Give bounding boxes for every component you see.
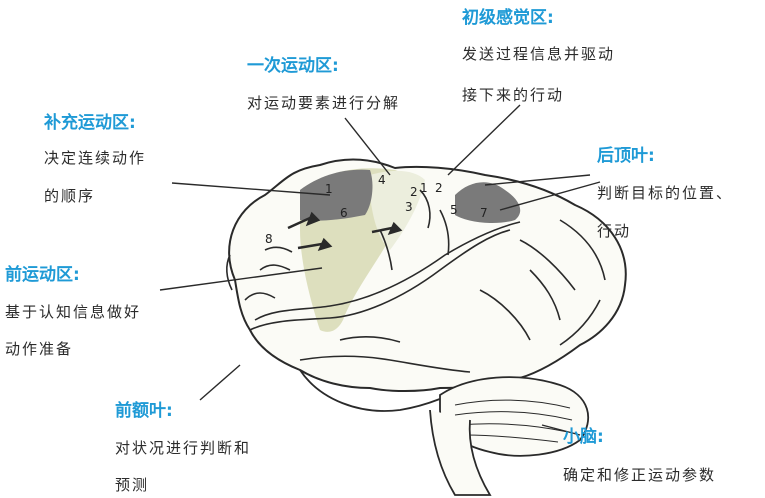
supplementary-motor-desc-2: 的顺序 xyxy=(44,189,95,204)
area-number: 2 xyxy=(410,185,418,199)
area-number: 7 xyxy=(480,206,488,220)
premotor-desc-2: 动作准备 xyxy=(5,342,73,357)
area-number: 8 xyxy=(265,232,273,246)
cerebellum-title: 小脑: xyxy=(563,429,604,446)
area-number: 2 xyxy=(435,181,443,195)
primary-motor-desc-1: 对运动要素进行分解 xyxy=(247,96,400,111)
area-number: 1 xyxy=(325,182,333,196)
area-number: 4 xyxy=(378,173,386,187)
prefrontal-desc-2: 预测 xyxy=(115,478,149,493)
area-number: 5 xyxy=(450,203,458,217)
premotor-title: 前运动区: xyxy=(5,267,80,284)
supplementary-motor-desc-1: 决定连续动作 xyxy=(44,151,146,166)
posterior-parietal-title: 后顶叶: xyxy=(597,148,655,165)
area-number: 6 xyxy=(340,206,348,220)
leader-primary-sensory xyxy=(448,105,520,175)
area-number: 1 xyxy=(420,181,428,195)
premotor-desc-1: 基于认知信息做好 xyxy=(5,305,141,320)
prefrontal-desc-1: 对状况进行判断和 xyxy=(115,441,251,456)
leader-prefrontal xyxy=(200,365,240,400)
cerebellum-desc-1: 确定和修正运动参数 xyxy=(563,468,716,483)
posterior-parietal-desc-1: 判断目标的位置、 xyxy=(597,186,733,201)
posterior-parietal-desc-2: 行动 xyxy=(597,224,631,239)
primary-sensory-desc-2: 接下来的行动 xyxy=(462,88,564,103)
supplementary-motor-title: 补充运动区: xyxy=(44,115,136,132)
area-number: 3 xyxy=(405,200,413,214)
primary-sensory-title: 初级感觉区: xyxy=(462,10,554,27)
primary-sensory-desc-1: 发送过程信息并驱动 xyxy=(462,47,615,62)
prefrontal-title: 前额叶: xyxy=(115,403,173,420)
primary-motor-title: 一次运动区: xyxy=(247,58,339,75)
